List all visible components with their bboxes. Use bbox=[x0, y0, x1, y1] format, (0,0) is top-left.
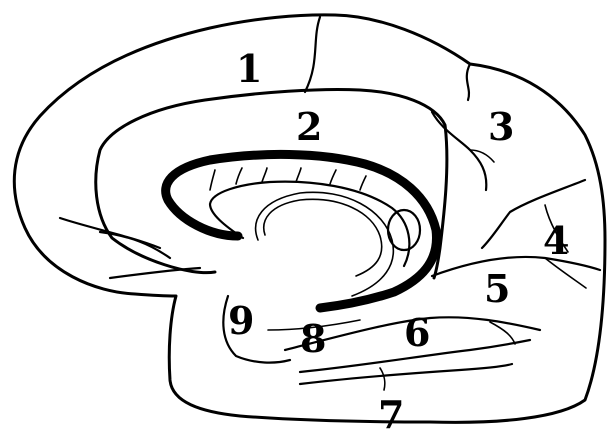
corpus-callosum-body bbox=[166, 154, 437, 308]
sulci bbox=[60, 17, 600, 390]
callosal-tick-5 bbox=[330, 170, 336, 184]
callosal-tick-1 bbox=[210, 170, 215, 190]
parieto-occipital-sulcus bbox=[482, 180, 585, 248]
label-6: 6 bbox=[404, 310, 430, 355]
callosal-tick-2 bbox=[236, 168, 242, 184]
orbital-sulcus bbox=[110, 268, 200, 278]
parieto-occipital-top bbox=[467, 64, 470, 100]
label-7: 7 bbox=[378, 392, 404, 432]
label-5: 5 bbox=[484, 266, 510, 311]
brain-outline bbox=[14, 15, 605, 423]
label-4: 4 bbox=[543, 218, 569, 263]
callosal-tick-6 bbox=[360, 176, 366, 190]
collateral-branch bbox=[490, 322, 515, 344]
precuneus-branch bbox=[470, 150, 494, 162]
label-8: 8 bbox=[300, 316, 326, 361]
calcarine-sulcus bbox=[432, 257, 600, 276]
anterior-commissure bbox=[388, 210, 420, 250]
callosal-tick-4 bbox=[296, 168, 301, 182]
corpus-callosum bbox=[166, 154, 437, 330]
septum-arc-a bbox=[264, 199, 382, 276]
label-1: 1 bbox=[236, 46, 262, 91]
callosal-tick-3 bbox=[262, 168, 267, 182]
label-3: 3 bbox=[488, 104, 514, 149]
label-2: 2 bbox=[296, 104, 322, 149]
inferior-temporal-tick bbox=[380, 368, 385, 390]
inferior-temporal-line bbox=[300, 364, 512, 384]
fornix-inner bbox=[210, 182, 409, 266]
central-sulcus-upper bbox=[305, 17, 320, 92]
label-9: 9 bbox=[228, 298, 254, 343]
inner-cingulate-outline bbox=[96, 89, 447, 278]
